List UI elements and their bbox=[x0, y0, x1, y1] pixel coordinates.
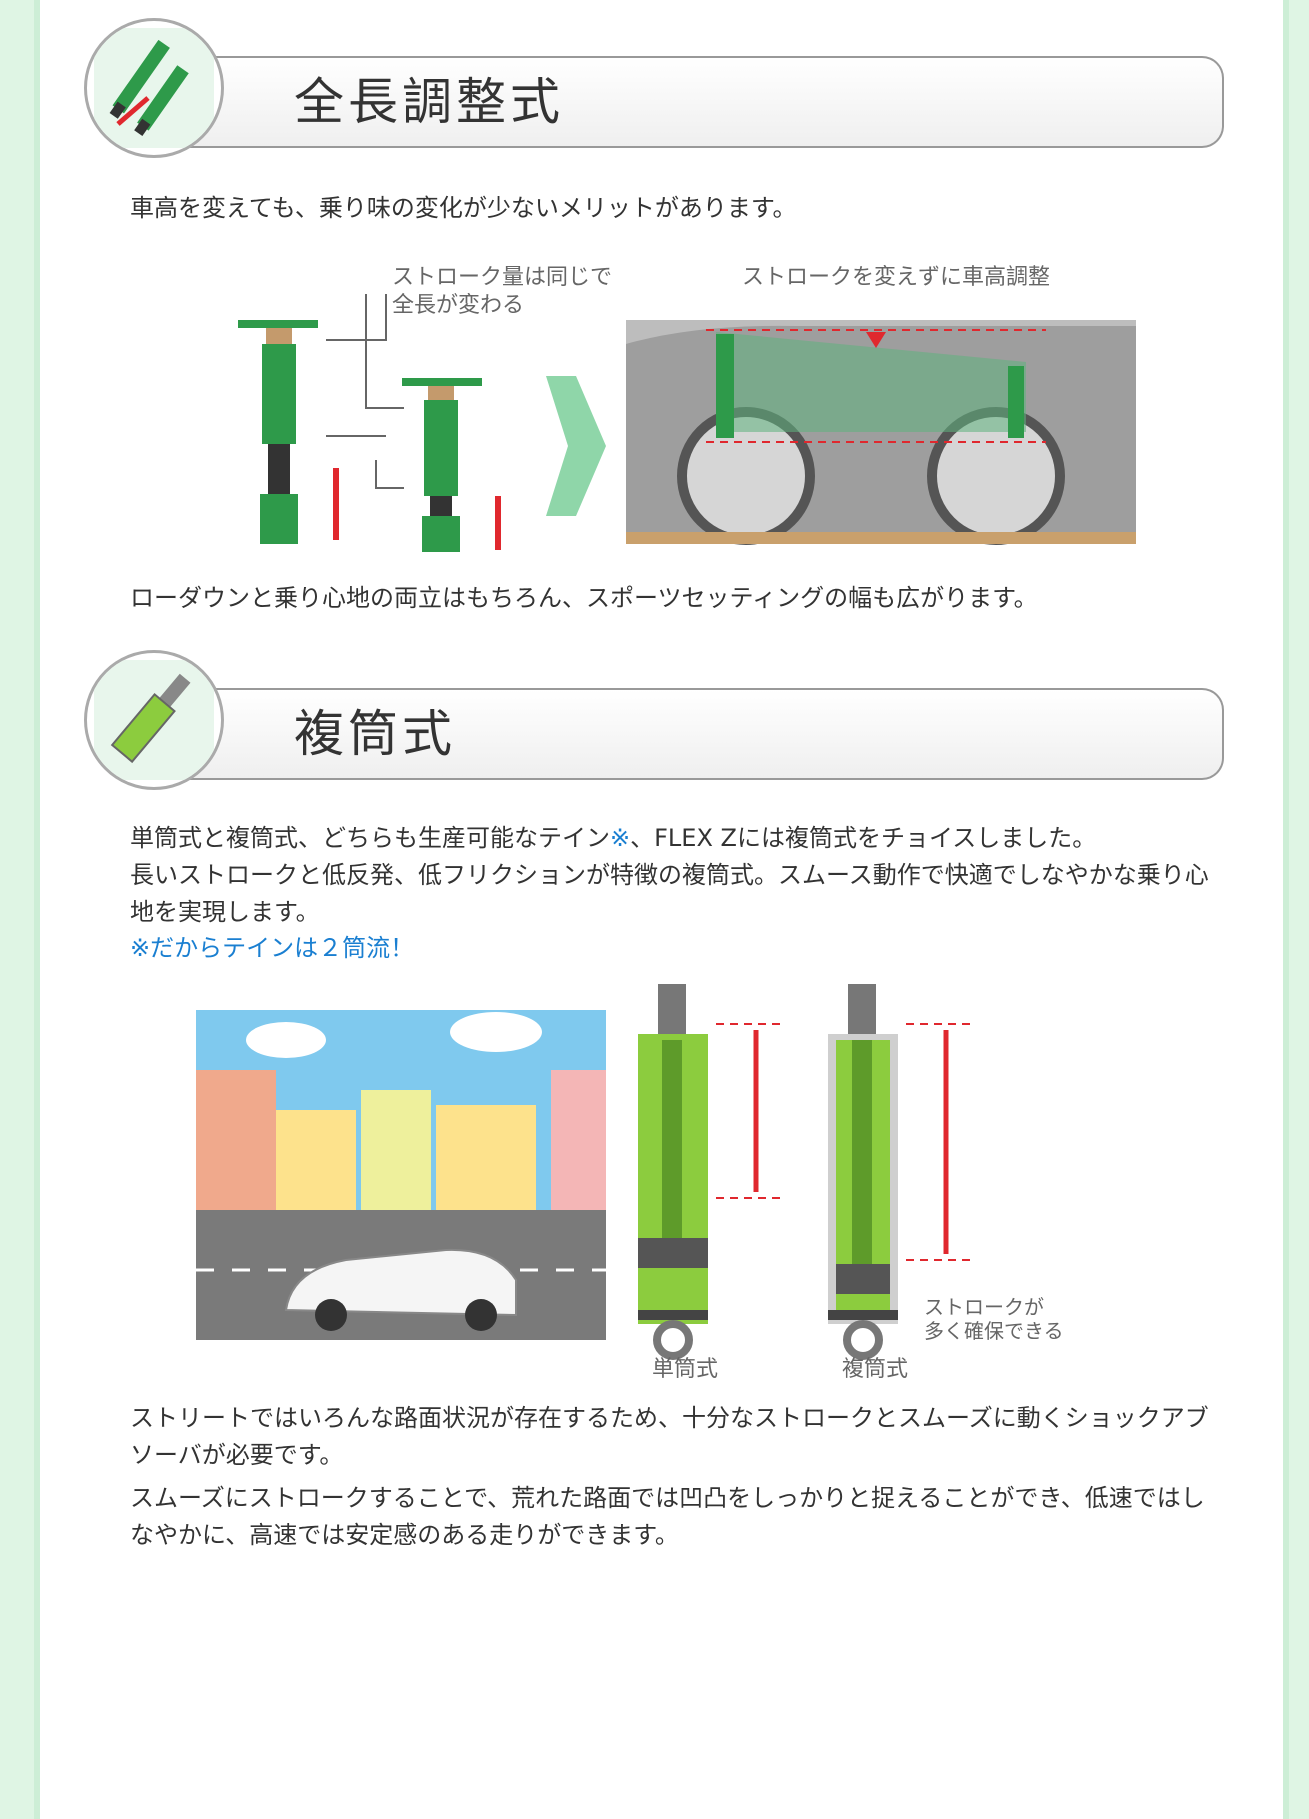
heading-bar bbox=[174, 56, 1224, 148]
coilover-long bbox=[238, 320, 318, 544]
stroke-note-2: 多く確保できる bbox=[924, 1319, 1064, 1343]
mono-tube-diagram bbox=[638, 984, 786, 1360]
section-heading-twin-tube: 複筒式 bbox=[84, 650, 1224, 800]
twin-tube-intro: 単筒式と複筒式、どちらも生産可能なテイン※、FLEX Zには複筒式をチョイスしま… bbox=[130, 820, 1210, 932]
twin-tube-figure: 単筒式 複筒式 ストロークが 多く確保できる bbox=[196, 980, 1156, 1380]
intro-part-b: 、FLEX Zには複筒式をチョイスしました。 bbox=[630, 824, 1097, 852]
caption-same-stroke-2: 全長が変わる bbox=[392, 293, 524, 318]
intro-line-2: 長いストロークと低反発、低フリクションが特徴の複筒式。スムース動作で快適でしなや… bbox=[130, 861, 1209, 927]
right-border bbox=[1283, 0, 1309, 1819]
shock-absorber-icon bbox=[84, 650, 224, 790]
stroke-note-1: ストロークが bbox=[924, 1295, 1044, 1319]
left-border bbox=[0, 0, 40, 1819]
caption-same-stroke-1: ストローク量は同じで bbox=[392, 265, 612, 290]
twin-tube-diagram bbox=[828, 984, 976, 1360]
coilover-short bbox=[402, 378, 482, 552]
street-text: ストリートではいろんな路面状況が存在するため、十分なストロークとスムーズに動くシ… bbox=[130, 1404, 1209, 1470]
intro-part-a: 単筒式と複筒式、どちらも生産可能なテイン bbox=[130, 824, 610, 852]
section-heading-full-length: 全長調整式 bbox=[84, 18, 1224, 168]
full-length-diagram: ストローク量は同じで 全長が変わる ストロークを変えずに車高調整 bbox=[176, 260, 1156, 560]
city-street-illustration bbox=[196, 1010, 606, 1340]
car-illustration bbox=[626, 320, 1136, 545]
caption-adjust-height: ストロークを変えずに車高調整 bbox=[742, 265, 1050, 290]
note-mark: ※ bbox=[610, 824, 631, 852]
label-mono-tube: 単筒式 bbox=[652, 1357, 718, 1380]
heading-bar-2 bbox=[174, 688, 1224, 780]
outro-text: ローダウンと乗り心地の両立はもちろん、スポーツセッティングの幅も広がります。 bbox=[130, 584, 1038, 612]
arrow-right-icon bbox=[546, 376, 606, 516]
smooth-stroke-text: スムーズにストロークすることで、荒れた路面では凹凸をしっかりと捉えることができ、… bbox=[130, 1484, 1205, 1550]
intro-text: 車高を変えても、乗り味の変化が少ないメリットがあります。 bbox=[130, 194, 797, 222]
heading-title-2: 複筒式 bbox=[294, 705, 456, 763]
label-twin-tube: 複筒式 bbox=[842, 1357, 908, 1380]
note-text: ※だからテインは２筒流！ bbox=[130, 934, 415, 962]
content-area: 全長調整式 車高を変えても、乗り味の変化が少ないメリットがあります。 ストローク… bbox=[46, 0, 1283, 1819]
coilover-icon bbox=[84, 18, 224, 158]
heading-title: 全長調整式 bbox=[294, 73, 564, 131]
